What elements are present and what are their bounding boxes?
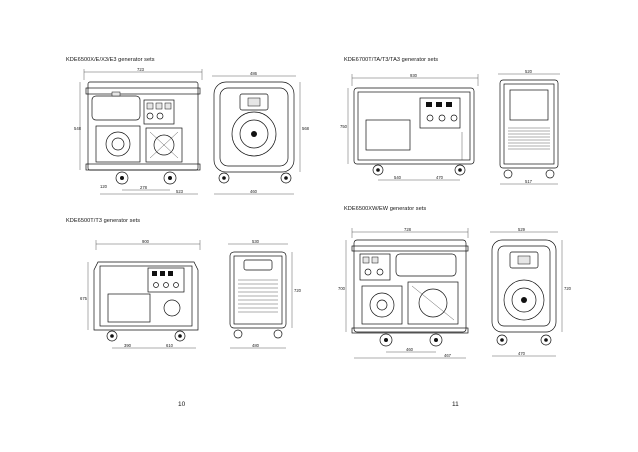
kde6500xw-front-drawing: 728 700 460 467 bbox=[338, 227, 469, 359]
kde6500xw-dim-length: 728 bbox=[404, 227, 412, 232]
kde6700t-dim-base-a: 540 bbox=[394, 175, 402, 180]
kde6500t-dim-side-width: 530 bbox=[252, 239, 260, 244]
kde6500x-dim-length: 723 bbox=[137, 67, 145, 72]
kde6700t-dim-side-width: 520 bbox=[525, 69, 533, 74]
kde6500x-dim-side-base: 460 bbox=[250, 189, 258, 194]
kde6500x-dim-wheel-a: 278 bbox=[140, 185, 148, 190]
kde6500x-dim-height-front: 548 bbox=[74, 126, 82, 131]
kde6500t-dim-length: 900 bbox=[142, 239, 150, 244]
kde6700t-dim-side-base: 517 bbox=[525, 179, 533, 184]
kde6700t-dim-height-front: 750 bbox=[340, 124, 348, 129]
kde6500xw-dim-height-front: 700 bbox=[338, 286, 346, 291]
kde6500x-side-drawing: 486 568 460 bbox=[212, 71, 310, 195]
kde6700t-side-drawing: 520 517 bbox=[498, 69, 560, 185]
kde6500xw-dim-base-b: 467 bbox=[444, 353, 452, 358]
kde6500xw-dim-height-side: 720 bbox=[564, 286, 572, 291]
kde6500xw-dim-side-base: 470 bbox=[518, 351, 526, 356]
kde6500x-dim-wheel-b: 523 bbox=[176, 189, 184, 194]
kde6500t-dim-base-a: 390 bbox=[124, 343, 132, 348]
section-title-kde6500t: KDE6500T/T3 generator sets bbox=[66, 218, 141, 224]
section-title-kde6500x: KDE6500X/E/X3/E3 generator sets bbox=[66, 57, 155, 63]
kde6500t-dim-side-base: 480 bbox=[252, 343, 260, 348]
kde6500xw-dim-side-width: 529 bbox=[518, 227, 526, 232]
kde6500xw-dim-base-a: 460 bbox=[406, 347, 414, 352]
kde6500t-dim-height-front: 675 bbox=[80, 296, 88, 301]
page-number-left: 10 bbox=[178, 401, 186, 408]
kde6500x-dim-height-side: 568 bbox=[302, 126, 310, 131]
section-title-kde6500xw: KDE6500XW/EW generator sets bbox=[344, 206, 427, 212]
page-number-right: 11 bbox=[452, 401, 459, 408]
kde6500x-front-drawing: 723 548 278 523 120 bbox=[74, 67, 203, 195]
kde6500t-dim-height-side: 720 bbox=[294, 288, 302, 293]
kde6700t-front-drawing: 930 750 540 470 bbox=[340, 73, 479, 181]
kde6700t-dim-length: 930 bbox=[410, 73, 418, 78]
kde6700t-dim-base-b: 470 bbox=[436, 175, 444, 180]
kde6500t-front-drawing: 900 675 390 610 bbox=[80, 239, 201, 349]
kde6500x-dim-small-a: 120 bbox=[100, 184, 108, 189]
kde6500x-dim-side-width: 486 bbox=[250, 71, 258, 76]
kde6500t-side-drawing: 530 720 480 bbox=[228, 239, 302, 349]
section-title-kde6700t: KDE6700T/TA/T3/TA3 generator sets bbox=[344, 57, 439, 63]
kde6500xw-side-drawing: 529 720 470 bbox=[490, 227, 572, 357]
kde6500t-dim-base-b: 610 bbox=[166, 343, 174, 348]
